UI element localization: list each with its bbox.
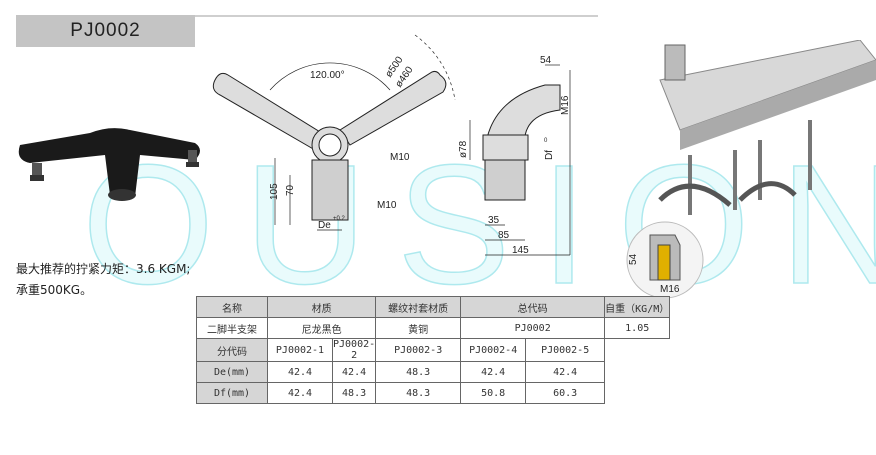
- table-cell: 48.3: [375, 382, 462, 404]
- dim-85: 85: [498, 230, 510, 241]
- dim-de: De: [318, 220, 331, 231]
- table-row: 名称 材质 螺纹衬套材质 总代码 自重（KG/M）: [196, 296, 671, 318]
- table-cell: PJ0002-2: [331, 338, 377, 362]
- table-cell: PJ0002-3: [375, 338, 462, 362]
- table-header: 分代码: [196, 338, 268, 362]
- table-cell: 42.4: [267, 382, 333, 404]
- inset-dim-54: 54: [628, 253, 639, 265]
- table-cell: 50.8: [460, 382, 527, 404]
- dim-105: 105: [269, 183, 280, 200]
- torque-line: 最大推荐的拧紧力矩：3.6 KGM;: [16, 262, 191, 276]
- dim-m10-top: M10: [390, 152, 410, 163]
- table-row: Df(mm) 42.4 48.3 48.3 50.8 60.3: [196, 382, 670, 404]
- technical-drawing: 120.00° ø500 ø460 M10 M10 105 70 De +0.2…: [212, 34, 571, 256]
- table-cell: 42.4: [460, 361, 527, 383]
- table-header: 名称: [196, 296, 268, 318]
- table-row: 分代码 PJ0002-1 PJ0002-2 PJ0002-3 PJ0002-4 …: [196, 338, 670, 362]
- table-cell: 42.4: [331, 361, 377, 383]
- table-cell: 二脚半支架: [196, 317, 268, 339]
- table-cell: PJ0002-5: [525, 338, 606, 362]
- dim-70: 70: [285, 184, 296, 196]
- torque-note: 最大推荐的拧紧力矩：3.6 KGM; 承重500KG。: [16, 259, 190, 301]
- table-row: 二脚半支架 尼龙黑色 黄铜 PJ0002 1.05: [196, 317, 671, 339]
- table-header: Df(mm): [196, 382, 268, 404]
- table-cell: 48.3: [331, 382, 377, 404]
- table-row: De(mm) 42.4 42.4 48.3 42.4 42.4: [196, 361, 670, 383]
- table-header: 总代码: [460, 296, 606, 318]
- table-cell: PJ0002-4: [460, 338, 527, 362]
- table-header: 材质: [266, 296, 377, 318]
- table-cell: 黄铜: [375, 317, 462, 339]
- dim-35: 35: [488, 215, 500, 226]
- table-cell: 42.4: [525, 361, 606, 383]
- spec-table: 名称 材质 螺纹衬套材质 总代码 自重（KG/M） 二脚半支架 尼龙黑色 黄铜 …: [196, 296, 671, 404]
- dim-m10-bottom: M10: [377, 200, 397, 211]
- dim-df: Df: [544, 150, 555, 160]
- header-divider: [195, 15, 598, 17]
- product-code-header: PJ0002: [16, 15, 195, 47]
- dim-d78: ø78: [458, 140, 469, 158]
- inset-dim-m16: M16: [660, 284, 680, 295]
- load-line: 承重500KG。: [16, 283, 93, 297]
- dim-54: 54: [540, 55, 552, 66]
- conveyor-photo: 54 M16: [626, 40, 876, 299]
- table-cell: 尼龙黑色: [266, 317, 377, 339]
- dim-145: 145: [512, 245, 529, 256]
- table-cell: 48.3: [375, 361, 462, 383]
- table-header: 自重（KG/M）: [604, 296, 671, 318]
- table-cell: 60.3: [525, 382, 606, 404]
- tol-de: +0.2: [333, 216, 346, 222]
- tol-df: 0: [544, 138, 548, 144]
- product-photo: [18, 128, 200, 201]
- table-cell: PJ0002: [460, 317, 606, 339]
- dim-m16: M16: [560, 95, 571, 115]
- table-header: De(mm): [196, 361, 268, 383]
- table-cell: 42.4: [267, 361, 333, 383]
- table-header: 螺纹衬套材质: [375, 296, 462, 318]
- angle-label: 120.00°: [310, 70, 345, 81]
- table-cell: 1.05: [604, 317, 671, 339]
- table-cell: PJ0002-1: [267, 338, 333, 362]
